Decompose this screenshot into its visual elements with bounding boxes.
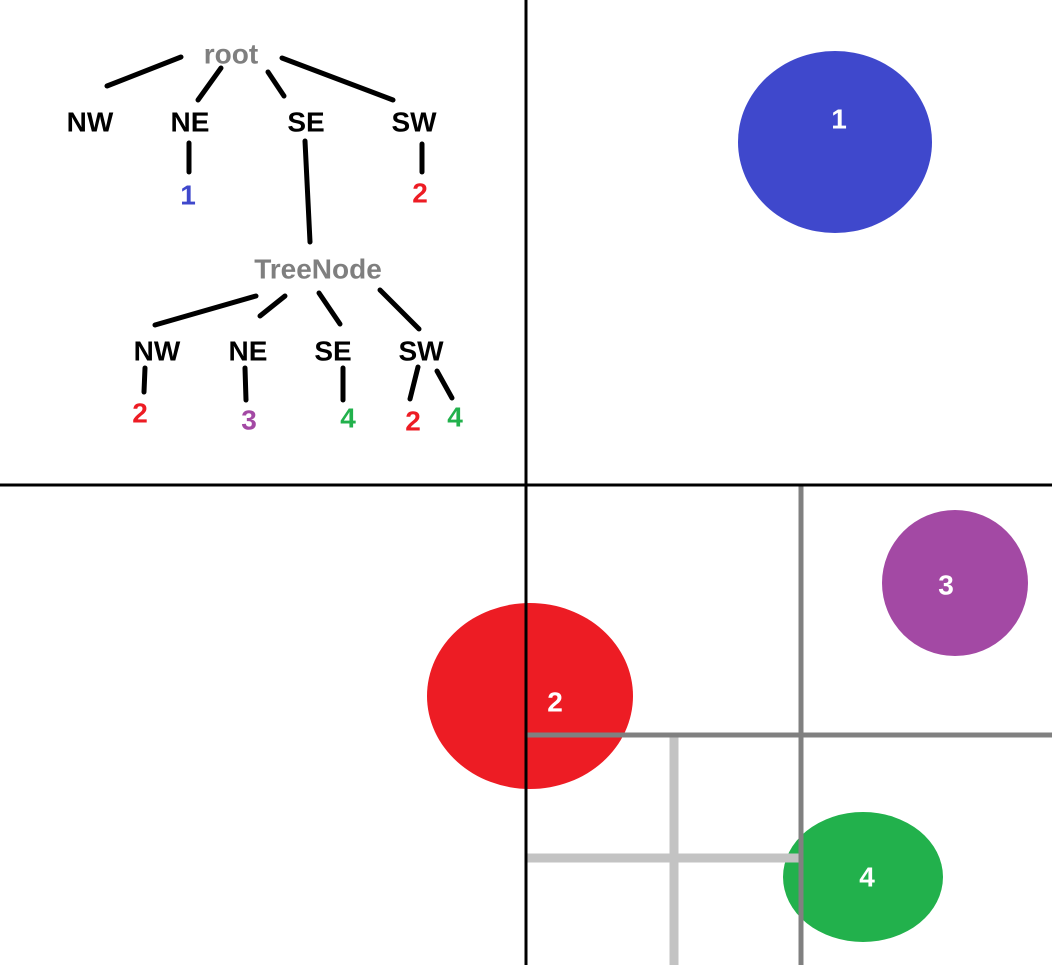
tree-l2-se-label: SE: [314, 336, 351, 367]
tree-l2-nw-point: 2: [132, 398, 148, 429]
tree-l2-sw-point-a: 2: [405, 406, 421, 437]
tree-l2-se-point: 4: [340, 403, 356, 434]
tree-l2-ne-point: 3: [241, 405, 257, 436]
tree-se-label: SE: [287, 107, 324, 138]
tree-ne-label: NE: [171, 107, 210, 138]
point-2-label: 2: [547, 687, 563, 718]
point-2-circle: [427, 603, 633, 789]
tree-root-label: root: [204, 39, 258, 70]
tree-nw-label: NW: [67, 107, 114, 138]
point-1-label: 1: [831, 104, 847, 135]
point-1-circle: [738, 51, 932, 233]
tree-ne-point: 1: [180, 180, 196, 211]
tree-l2-ne-label: NE: [229, 336, 268, 367]
tree-l2-sw-point-b: 4: [447, 402, 463, 433]
point-3-circle: [882, 510, 1028, 656]
point-4-label: 4: [859, 862, 875, 893]
tree-sw-label: SW: [391, 107, 437, 138]
point-3-label: 3: [938, 570, 954, 601]
point-4-circle: [783, 812, 943, 942]
tree-edges: [104, 54, 455, 403]
tree-sw-point: 2: [412, 178, 428, 209]
tree-l2-sw-label: SW: [398, 336, 444, 367]
tree-l2-nw-label: NW: [134, 336, 181, 367]
tree-treenode-label: TreeNode: [254, 254, 382, 285]
